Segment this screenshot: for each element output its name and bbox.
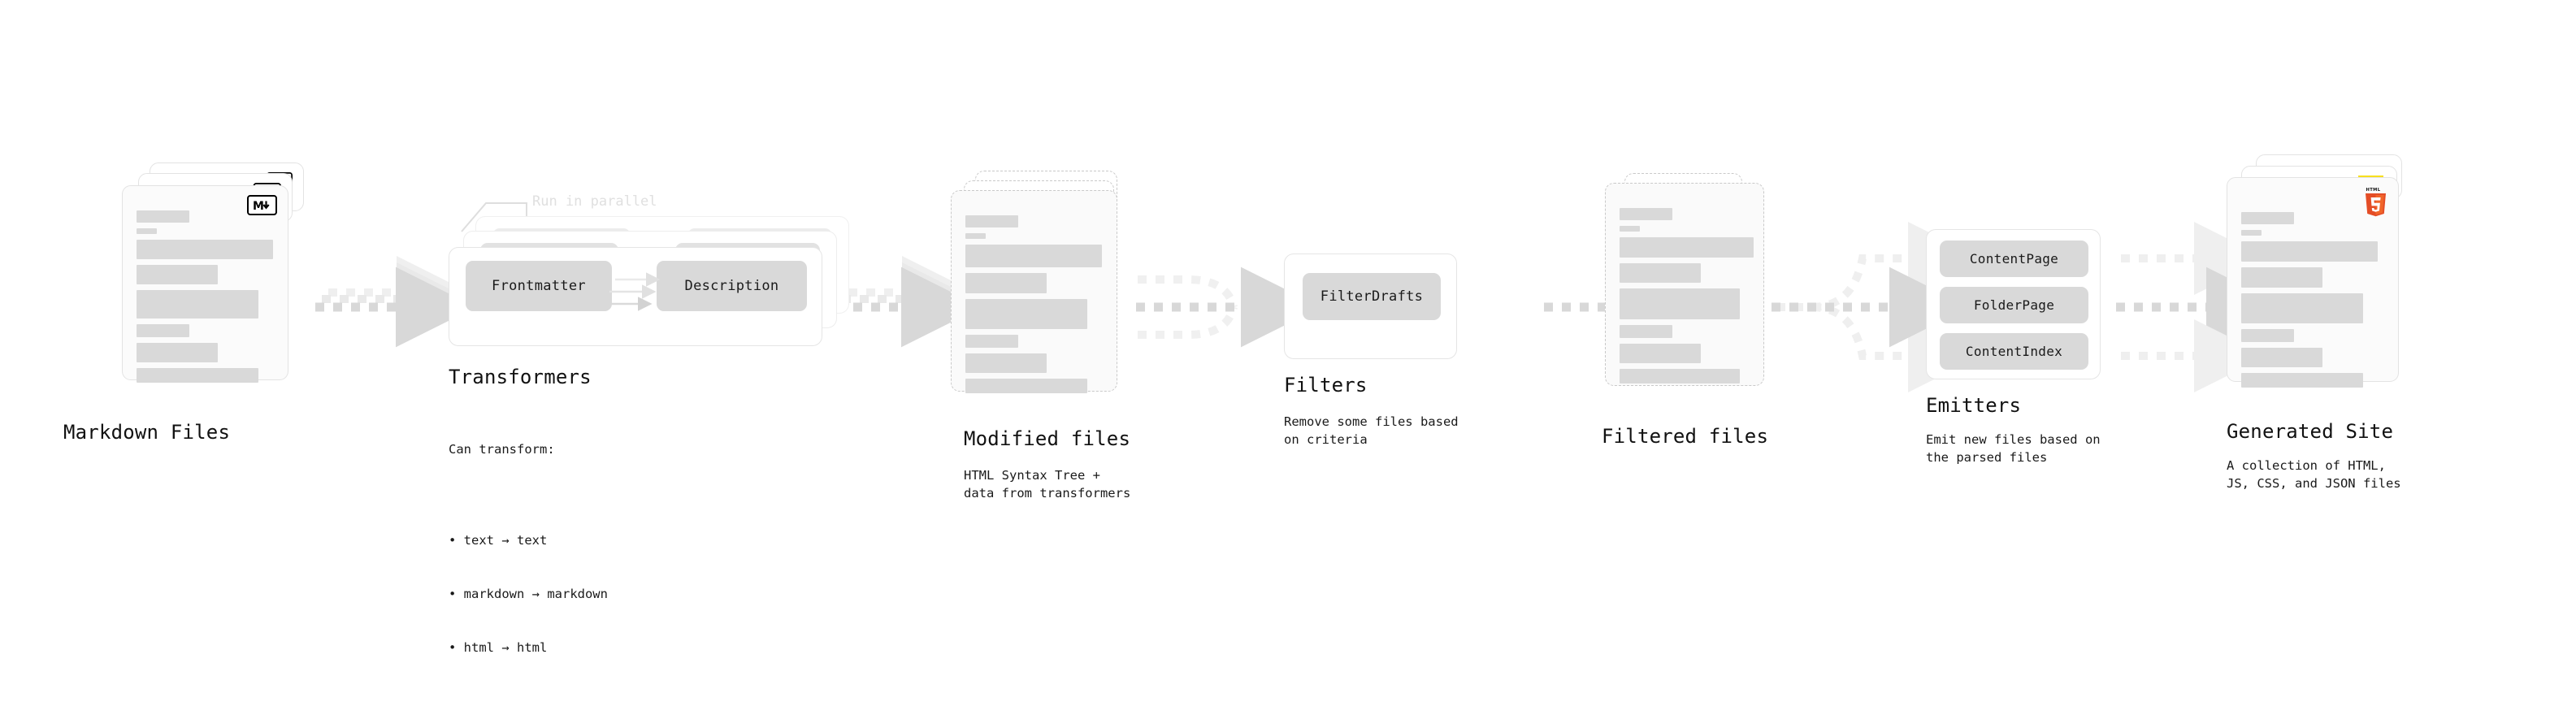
skeleton-line <box>137 290 258 318</box>
transformer-pill-frontmatter[interactable]: Frontmatter <box>466 261 612 311</box>
skeleton-line <box>2241 329 2294 342</box>
skeleton-line <box>2241 348 2322 367</box>
emitter-pill-contentindex[interactable]: ContentIndex <box>1940 333 2088 370</box>
stage-markdown-files: M M <box>63 162 333 444</box>
transform-bullets: text → text markdown → markdown html → h… <box>449 496 608 692</box>
skeleton-line <box>965 299 1087 329</box>
arrow-modified-to-filters <box>1136 266 1321 348</box>
stage-title-emitters: Emitters <box>1926 394 2022 417</box>
run-in-parallel-label: Run in parallel <box>532 193 657 210</box>
skeleton-line <box>965 379 1087 393</box>
stage-filtered-files: Filtered files <box>1595 173 1782 448</box>
stage-generated-site: CSS HTML <box>2227 154 2438 491</box>
stage-title-filtered-files: Filtered files <box>1602 425 1769 448</box>
skeleton-line <box>965 215 1018 228</box>
skeleton-line <box>1620 237 1754 258</box>
doc-skeleton <box>1620 208 1754 384</box>
stage-title-markdown-files: Markdown Files <box>63 421 231 444</box>
arrow-filtered-to-emitters <box>1772 222 1981 392</box>
stage-title-filters: Filters <box>1284 374 1368 396</box>
skeleton-line <box>965 245 1102 267</box>
filtered-file-stack <box>1595 173 1782 409</box>
stage-subtitle-modified-files: HTML Syntax Tree + data from transformer… <box>964 468 1131 500</box>
markdown-doc-front: M <box>122 185 288 383</box>
skeleton-line <box>1620 263 1701 283</box>
skeleton-line <box>2241 230 2262 236</box>
doc-skeleton <box>2241 212 2387 388</box>
transformers-box: Frontmatter Description <box>449 247 822 346</box>
stage-subtitle-generated-site: A collection of HTML, JS, CSS, and JSON … <box>2227 458 2401 491</box>
skeleton-line <box>1620 288 1740 319</box>
skeleton-line <box>1620 208 1672 220</box>
filters-box: FilterDrafts <box>1284 254 1457 359</box>
transformer-pill-description[interactable]: Description <box>657 261 807 311</box>
skeleton-line <box>137 228 157 234</box>
skeleton-line <box>137 265 218 284</box>
skeleton-line <box>137 324 189 337</box>
skeleton-line <box>965 273 1047 293</box>
skeleton-line <box>1620 325 1672 338</box>
generated-site-stack: CSS HTML <box>2227 154 2438 398</box>
markdown-glyph: M <box>253 200 270 211</box>
stage-subtitle-filters: Remove some files based on criteria <box>1284 414 1459 447</box>
html5-icon-label: HTML <box>2366 188 2381 193</box>
filtered-doc-front <box>1605 183 1764 386</box>
doc-skeleton <box>965 215 1105 393</box>
transform-bullet: html → html <box>449 639 608 656</box>
skeleton-line <box>137 240 273 259</box>
emitter-pill-folderpage[interactable]: FolderPage <box>1940 287 2088 323</box>
stage-title-modified-files: Modified files <box>964 427 1131 450</box>
skeleton-line <box>2241 373 2363 388</box>
skeleton-line <box>2241 267 2322 288</box>
skeleton-line <box>965 335 1018 348</box>
transform-bullet: text → text <box>449 531 608 549</box>
emitters-box: ContentPage FolderPage ContentIndex <box>1926 229 2101 379</box>
stage-subtitle-emitters: Emit new files based on the parsed files <box>1926 432 2101 465</box>
emitter-pill-contentpage[interactable]: ContentPage <box>1940 240 2088 277</box>
stage-title-generated-site: Generated Site <box>2227 420 2394 443</box>
modified-doc-front <box>951 190 1117 393</box>
transform-heading: Can transform: <box>449 442 555 457</box>
pipeline-diagram: M M <box>0 0 2576 681</box>
skeleton-line <box>137 210 189 223</box>
skeleton-line <box>1620 344 1701 363</box>
generated-doc-front: HTML <box>2227 177 2399 388</box>
markdown-file-stack: M M <box>122 162 333 406</box>
transform-bullet: markdown → markdown <box>449 585 608 603</box>
arrow-emitters-to-site <box>2116 222 2287 392</box>
skeleton-line <box>2241 241 2378 262</box>
filter-pill-filterdrafts[interactable]: FilterDrafts <box>1303 273 1441 320</box>
skeleton-line <box>1620 226 1640 232</box>
skeleton-line <box>137 343 218 362</box>
modified-file-stack <box>951 171 1138 406</box>
stage-subtitle-transformers: Can transform: text → text markdown → ma… <box>449 405 608 728</box>
skeleton-line <box>965 233 986 239</box>
skeleton-line <box>965 353 1047 373</box>
stage-modified-files: Modified files HTML Syntax Tree + data f… <box>951 171 1138 500</box>
doc-skeleton <box>137 210 276 383</box>
skeleton-line <box>2241 293 2363 323</box>
skeleton-line <box>1620 369 1740 384</box>
skeleton-line <box>2241 212 2294 224</box>
markdown-icon: M <box>247 195 277 215</box>
stage-title-transformers: Transformers <box>449 366 592 388</box>
html5-glyph: HTML <box>2366 188 2386 217</box>
svg-text:M: M <box>253 200 264 211</box>
skeleton-line <box>137 368 258 383</box>
html5-icon: HTML <box>2363 186 2388 217</box>
